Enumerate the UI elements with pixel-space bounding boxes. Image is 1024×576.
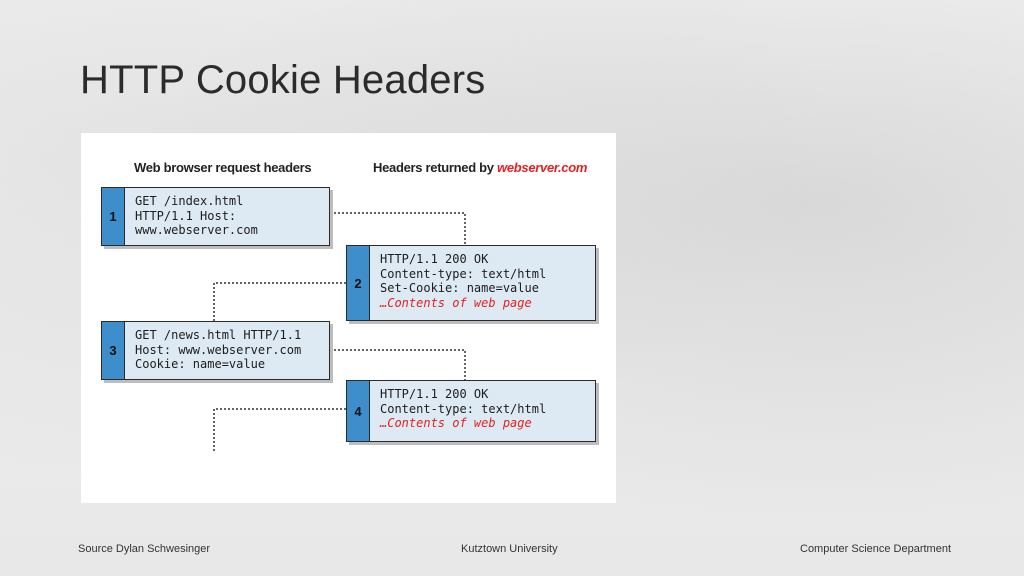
connector-1-2 [330,212,466,245]
request-3-line-1: GET /news.html HTTP/1.1 [135,328,302,342]
connector-3-4 [330,349,466,380]
response-4-line-2: Content-type: text/html [380,401,547,416]
request-1-line-2: HTTP/1.1 Host: [135,208,237,223]
footer-department: Computer Science Department [800,543,952,555]
request-3-line-2: Host: www.webserver.com [135,342,302,357]
slide-title: HTTP Cookie Headers [80,58,486,102]
response-2-highlight: …Contents of web page [380,295,532,310]
client-column-heading: Web browser request headers [134,160,312,175]
step-number-4: 4 [347,381,370,441]
server-column-heading: Headers returned by webserver.com [373,160,587,175]
connector-2-3 [213,282,346,321]
step-number-2: 2 [347,246,370,320]
footer-university: Kutztown University [461,543,558,555]
request-1-line-1: GET /index.html [135,194,244,208]
step-number-3: 3 [102,322,125,379]
response-4-line-1: HTTP/1.1 200 OK [380,387,489,401]
connector-lines [213,212,466,451]
connector-4-next [213,408,346,451]
step-number-1: 1 [102,188,125,245]
server-heading-host: webserver.com [497,160,588,175]
request-3-line-3: Cookie: name=value [135,357,266,371]
request-1-line-3: www.webserver.com [135,223,258,237]
footer-source: Source Dylan Schwesinger [78,543,211,555]
response-2-line-1: HTTP/1.1 200 OK [380,252,489,266]
response-4-highlight: …Contents of web page [380,416,532,430]
server-heading-prefix: Headers returned by [373,160,498,175]
response-2-line-3: Set-Cookie: name=value [380,281,539,295]
response-2-line-2: Content-type: text/html [380,266,547,281]
cookie-flow-diagram: Web browser request headers Headers retu… [81,133,616,503]
